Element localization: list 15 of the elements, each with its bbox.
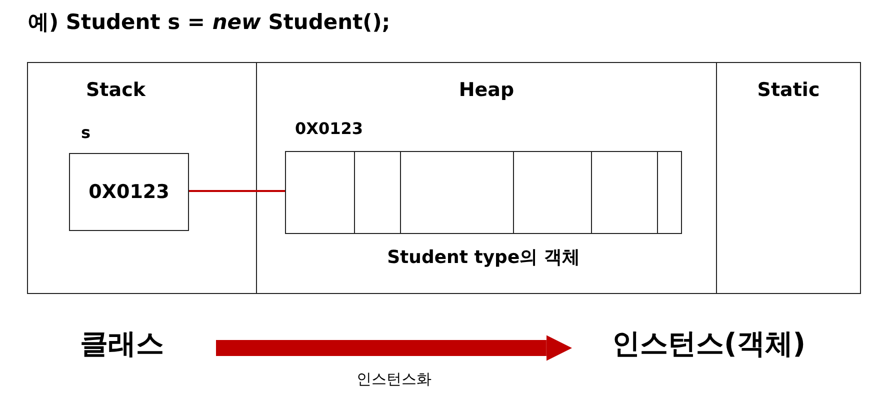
memory-panel [27, 62, 257, 294]
connector-line [189, 190, 285, 192]
panel-title: Heap [458, 79, 516, 101]
panel-title: Stack [86, 79, 146, 101]
panel-title: Static [756, 79, 821, 101]
concept-label: 인스턴스(객체) [612, 325, 806, 363]
concept-label: 클래스 [80, 325, 164, 363]
object-caption: Student type의 객체 [386, 246, 581, 269]
title-code: 예) Student s = new Student(); [28, 9, 390, 36]
reference-box: 0X0123 [69, 153, 189, 231]
memory-address: 0X0123 [295, 119, 363, 138]
memory-panel [256, 62, 717, 294]
memory-panel [716, 62, 861, 294]
variable-name: s [81, 123, 91, 142]
arrow [216, 335, 572, 361]
